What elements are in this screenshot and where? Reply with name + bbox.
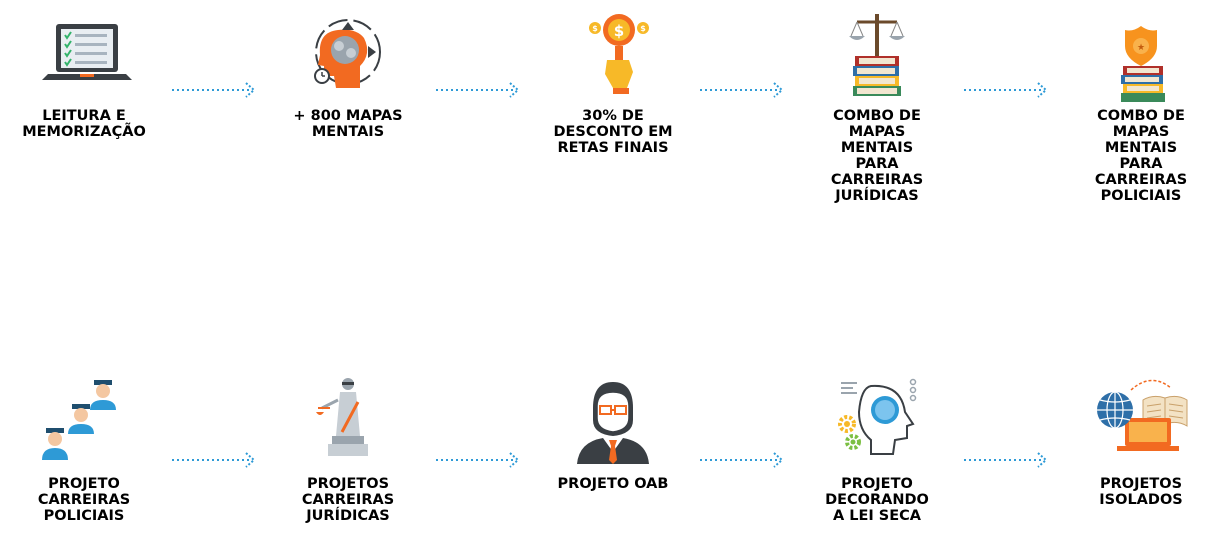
svg-text:★: ★ [1137, 43, 1145, 53]
lawyer-avatar-icon [563, 372, 663, 472]
badge-books-icon: ★ [1091, 10, 1191, 110]
globe-book-laptop-icon [1091, 372, 1191, 472]
svg-text:$: $ [592, 24, 598, 33]
flow-arrow [964, 80, 1052, 100]
svg-text:$: $ [614, 22, 624, 40]
coin-magnifier-icon: $ $ $ [563, 10, 663, 110]
flow-arrow [172, 80, 260, 100]
svg-text:$: $ [640, 24, 646, 33]
mind-gears-icon [827, 372, 927, 472]
scales-books-icon [827, 10, 927, 110]
brain-head-icon [298, 10, 398, 110]
police-officers-icon [34, 372, 134, 472]
flow-arrow [700, 450, 788, 470]
step-label: PROJETO OAB [557, 476, 669, 492]
flow-arrow [700, 80, 788, 100]
flow-arrow [436, 450, 524, 470]
flow-arrow [964, 450, 1052, 470]
flow-arrow [172, 450, 260, 470]
lady-justice-icon [298, 372, 398, 472]
flow-arrow [436, 80, 524, 100]
laptop-checklist-icon [34, 10, 134, 110]
